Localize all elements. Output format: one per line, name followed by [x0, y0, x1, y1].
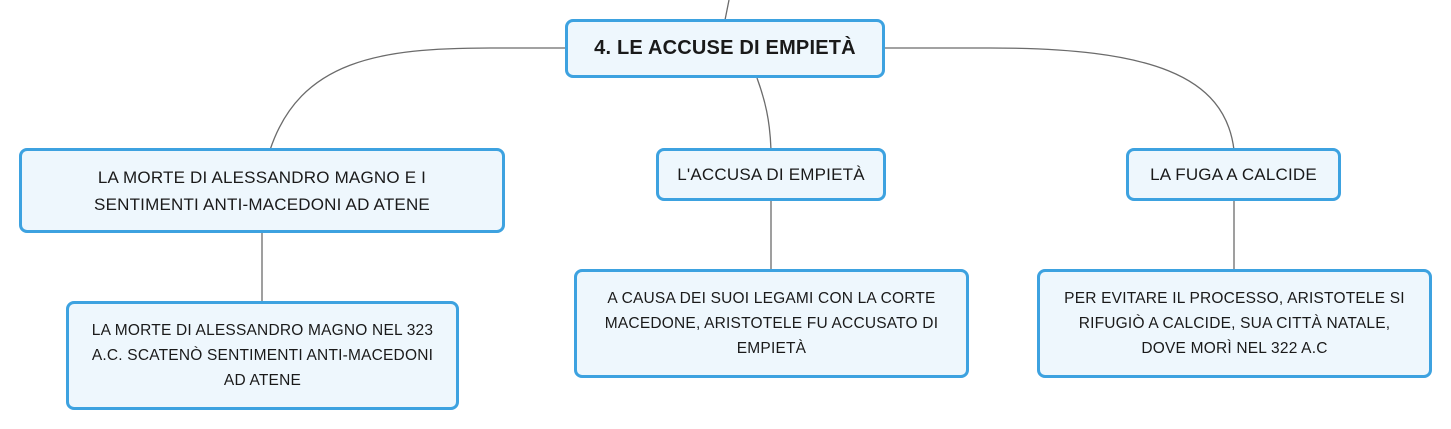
subtopic-label: PER EVITARE IL PROCESSO, ARISTOTELE SI R… — [1064, 290, 1405, 357]
connector-root-to-branch-3 — [885, 47, 1235, 151]
subtopic-chalcis-detail[interactable]: PER EVITARE IL PROCESSO, ARISTOTELE SI R… — [1037, 269, 1432, 378]
connector-root-to-branch-2 — [756, 77, 772, 151]
connector-root-to-branch-1 — [269, 47, 565, 151]
subtopic-alexander-death-detail[interactable]: LA MORTE DI ALESSANDRO MAGNO NEL 323 A.C… — [66, 301, 459, 410]
branch-topic-alexander-death[interactable]: LA MORTE DI ALESSANDRO MAGNO E I SENTIME… — [19, 148, 505, 233]
subtopic-impiety-detail[interactable]: A CAUSA DEI SUOI LEGAMI CON LA CORTE MAC… — [574, 269, 969, 378]
branch-topic-flight-to-chalcis[interactable]: LA FUGA A CALCIDE — [1126, 148, 1341, 201]
branch-topic-label: LA FUGA A CALCIDE — [1150, 165, 1317, 184]
root-topic[interactable]: 4. LE ACCUSE DI EMPIETÀ — [565, 19, 885, 78]
branch-topic-label: LA MORTE DI ALESSANDRO MAGNO E I SENTIME… — [94, 167, 430, 214]
root-topic-label: 4. LE ACCUSE DI EMPIETÀ — [594, 37, 856, 59]
branch-topic-label: L'ACCUSA DI EMPIETÀ — [677, 165, 865, 184]
branch-topic-impiety-accusation[interactable]: L'ACCUSA DI EMPIETÀ — [656, 148, 886, 201]
subtopic-label: A CAUSA DEI SUOI LEGAMI CON LA CORTE MAC… — [604, 290, 939, 357]
connector-parent-to-root — [724, 0, 730, 21]
subtopic-label: LA MORTE DI ALESSANDRO MAGNO NEL 323 A.C… — [91, 322, 434, 389]
